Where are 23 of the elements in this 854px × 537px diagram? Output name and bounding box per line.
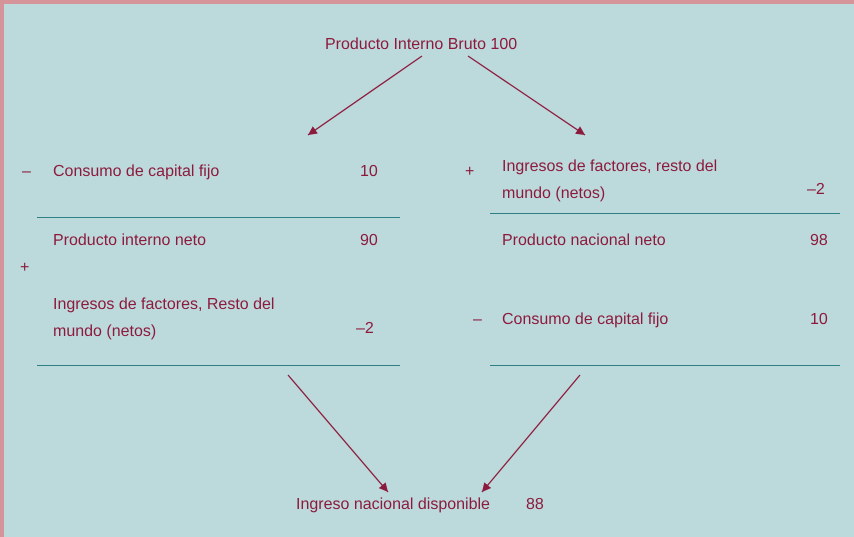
item-label: Ingresos de factores, resto del mundo (netos) bbox=[502, 157, 718, 204]
plus-sign: + bbox=[465, 162, 474, 182]
value-text: 98 bbox=[810, 231, 828, 251]
arrow bbox=[482, 374, 580, 492]
arrow bbox=[468, 55, 586, 136]
arrow bbox=[288, 374, 388, 492]
minus-sign: – bbox=[473, 310, 482, 330]
plus-sign: + bbox=[20, 258, 30, 278]
item-label: Consumo de capital fijo bbox=[53, 162, 220, 182]
value-text: 88 bbox=[526, 495, 544, 515]
value-text: –2 bbox=[356, 319, 374, 339]
value-text: 90 bbox=[360, 231, 378, 251]
value-text: 10 bbox=[360, 162, 378, 182]
arrow bbox=[308, 55, 422, 136]
item-label: Producto nacional neto bbox=[502, 231, 666, 251]
value-text: 10 bbox=[810, 310, 828, 330]
heading-text: Producto Interno Bruto 100 bbox=[325, 35, 518, 55]
value-text: –2 bbox=[807, 180, 825, 200]
item-label: Consumo de capital fijo bbox=[502, 310, 668, 330]
item-label: Producto interno neto bbox=[53, 231, 206, 251]
item-label: Ingresos de factores, Resto del mundo (netos) bbox=[53, 295, 276, 342]
minus-sign: – bbox=[22, 162, 31, 182]
result-text: Ingreso nacional disponible bbox=[296, 495, 490, 515]
